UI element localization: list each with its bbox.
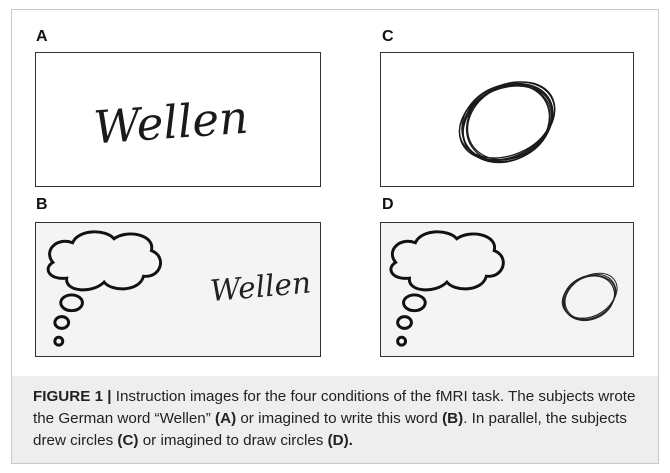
figure-caption: FIGURE 1 | Instruction images for the fo… — [12, 376, 658, 463]
panel-c — [380, 52, 634, 187]
panel-label-a: A — [36, 28, 48, 45]
panel-label-c: C — [382, 28, 394, 45]
handwritten-word: Wellen — [92, 91, 250, 155]
figure-frame: A Wellen C B — [11, 9, 659, 464]
caption-ref-c: (C) — [117, 432, 139, 449]
panel-label-b: B — [36, 196, 48, 213]
thought-bubble-icon — [46, 230, 162, 347]
caption-ref-d: (D). — [327, 432, 353, 449]
caption-label: FIGURE 1 | — [33, 388, 112, 405]
panel-a: Wellen — [35, 52, 321, 187]
caption-segment: or imagined to draw circles — [138, 432, 328, 449]
circle-scribbles — [458, 81, 556, 164]
thought-bubble-icon — [389, 230, 505, 347]
handwritten-word: Wellen — [209, 266, 312, 309]
caption-ref-a: (A) — [215, 410, 237, 427]
imagine-writing-image: Wellen — [46, 230, 312, 347]
panel-b: Wellen — [35, 222, 321, 357]
figure-panels: A Wellen C B — [12, 10, 658, 376]
caption-segment: Instruction images for the four conditio… — [33, 388, 636, 427]
drawn-circles-image — [458, 81, 556, 164]
caption-segment: or imagined to write this word — [236, 410, 443, 427]
caption-ref-b: (B) — [442, 410, 464, 427]
panel-d — [380, 222, 634, 357]
panel-label-d: D — [382, 196, 394, 213]
caption-segment: . In parallel, the subjects drew circles — [33, 410, 627, 449]
imagine-drawing-image — [389, 230, 618, 347]
circle-scribbles — [561, 272, 618, 322]
caption-text: FIGURE 1 | Instruction images for the fo… — [33, 386, 643, 452]
handwriting-word-image: Wellen — [92, 91, 250, 155]
